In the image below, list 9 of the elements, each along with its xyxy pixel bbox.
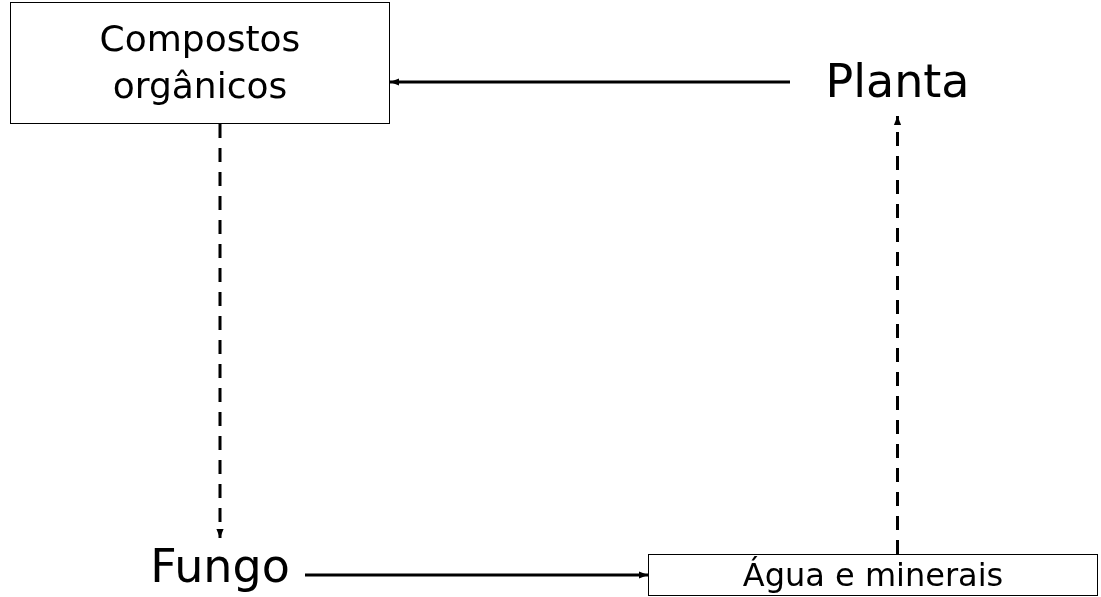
- box-label: Compostos orgânicos: [98, 17, 302, 108]
- process-box: [648, 554, 1098, 596]
- node-label: Fungo: [150, 538, 290, 596]
- arrow: [893, 116, 902, 554]
- node-label: Planta: [825, 53, 970, 111]
- process-box: [10, 2, 390, 124]
- arrow: [390, 78, 790, 86]
- arrow: [305, 571, 648, 579]
- arrow: [216, 124, 224, 538]
